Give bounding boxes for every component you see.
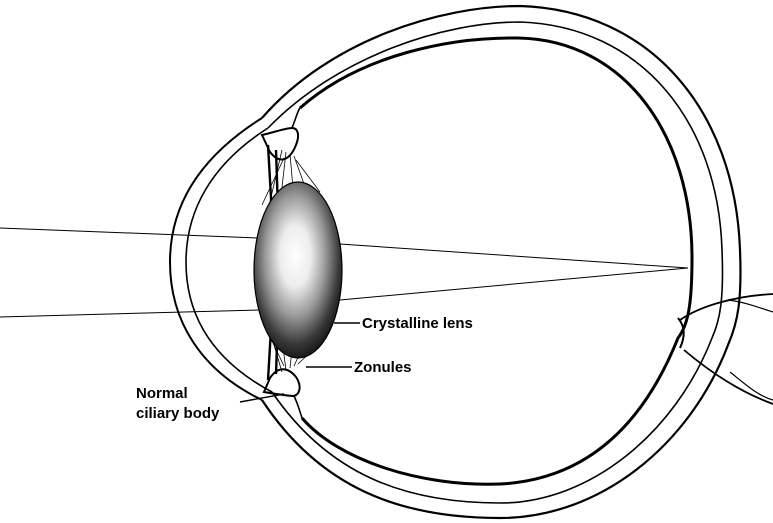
cornea-outer [170,118,262,400]
optic-nerve-sheath [728,300,773,400]
crystalline-lens [254,182,342,358]
retina [300,38,692,484]
retina-edge-top [292,108,300,128]
retina-edge-bottom [294,396,302,418]
label-crystalline-lens: Crystalline lens [362,315,473,332]
light-ray-lower-refracted [340,268,688,300]
label-ciliary-line1: Normal [136,385,188,402]
label-ciliary-line2: ciliary body [136,405,220,422]
light-ray-upper-refracted [340,244,688,268]
light-ray-lower-incoming [0,310,258,317]
label-zonules: Zonules [354,359,412,376]
light-ray-upper-incoming [0,228,258,238]
